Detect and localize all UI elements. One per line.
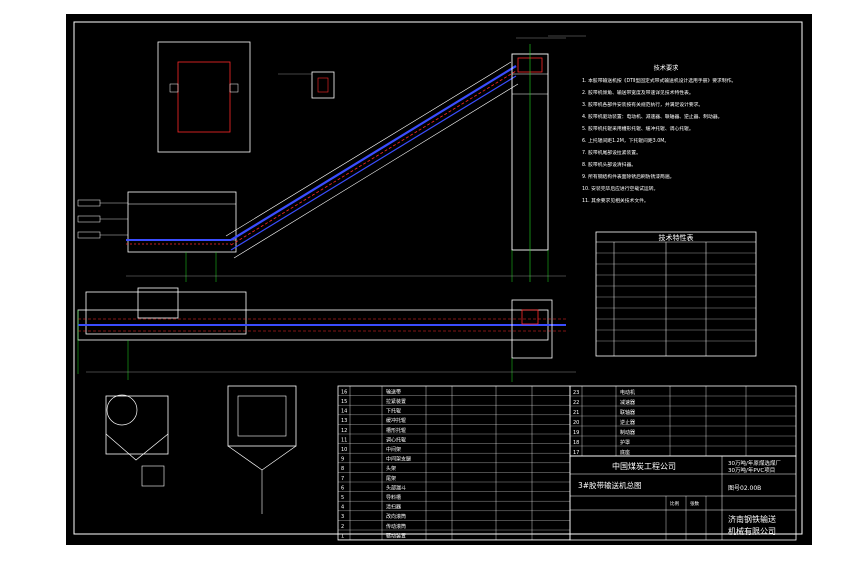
cad-drawing-canvas: 技术特性表 技术要求 1. 本胶带输送机按《DTⅡ型固定式带式输送机设计选用手册… bbox=[73, 21, 803, 541]
plan-tail-section bbox=[85, 291, 247, 335]
note-line: 2. 胶带机倾角、输送带宽度及带速详见技术特性表。 bbox=[582, 89, 694, 96]
part-name: 护罩 bbox=[620, 439, 630, 446]
note-line: 4. 胶带机驱动装置：电动机、减速器、联轴器、逆止器、制动器。 bbox=[582, 113, 722, 120]
part-name: 输送带 bbox=[386, 388, 401, 395]
part-number: 4 bbox=[341, 505, 344, 511]
part-name: 下托辊 bbox=[386, 408, 401, 415]
technical-notes: 技术要求 1. 本胶带输送机按《DTⅡ型固定式带式输送机设计选用手册》要求制作。… bbox=[582, 64, 736, 204]
part-name: 制动器 bbox=[620, 429, 635, 436]
parts-list-right: 23 电动机 22 减速器 21 联轴器 20 逆止器 19 制动器 18 护罩 17 底座 bbox=[569, 385, 797, 457]
drawing-name: 3#胶带输送机总图 bbox=[578, 480, 642, 490]
part-name: 尾架 bbox=[386, 476, 396, 482]
note-line: 11. 其余要求见相关技术文件。 bbox=[582, 197, 649, 204]
part-name: 缓冲托辊 bbox=[386, 417, 406, 424]
scale-label: 比例 bbox=[670, 500, 679, 507]
plan-drive-unit bbox=[511, 299, 553, 359]
part-number: 14 bbox=[341, 409, 347, 415]
note-line: 8. 胶带机头部设清扫器。 bbox=[582, 161, 636, 168]
part-name: 逆止器 bbox=[620, 419, 635, 426]
part-number: 17 bbox=[573, 450, 579, 456]
belt-inclined-return bbox=[230, 75, 517, 251]
note-line: 10. 安装完毕后应进行空载试运转。 bbox=[582, 185, 658, 192]
note-line: 6. 上托辊间距1.2M，下托辊间距3.0M。 bbox=[582, 137, 669, 144]
cad-drawing-sheet: 技术特性表 技术要求 1. 本胶带输送机按《DTⅡ型固定式带式输送机设计选用手册… bbox=[66, 14, 812, 545]
notes-title: 技术要求 bbox=[654, 64, 679, 72]
project-name-line1: 30万吨/年原煤选煤厂 bbox=[728, 459, 781, 467]
part-name: 导料槽 bbox=[386, 494, 401, 501]
part-number: 7 bbox=[341, 476, 344, 482]
part-name: 槽形托辊 bbox=[386, 427, 406, 434]
detail-section-b bbox=[311, 71, 335, 99]
part-number: 21 bbox=[573, 410, 579, 416]
elevation-view bbox=[77, 35, 586, 282]
part-number: 23 bbox=[573, 390, 579, 396]
part-name: 中间架支腿 bbox=[386, 456, 411, 463]
note-line: 1. 本胶带输送机按《DTⅡ型固定式带式输送机设计选用手册》要求制作。 bbox=[582, 77, 736, 84]
sheet-border bbox=[73, 21, 803, 535]
part-name: 底座 bbox=[620, 449, 630, 456]
part-name: 头架 bbox=[386, 465, 396, 472]
project-name-line2: 30万吨/年PVC项目 bbox=[728, 466, 775, 474]
detail-views bbox=[105, 41, 335, 514]
part-number: 19 bbox=[573, 430, 579, 436]
part-name: 联轴器 bbox=[620, 409, 635, 416]
part-number: 3 bbox=[341, 514, 344, 520]
designer-name-line2: 机械有限公司 bbox=[728, 526, 776, 536]
note-line: 5. 胶带机托辊采用槽形托辊、缓冲托辊、调心托辊。 bbox=[582, 125, 694, 132]
part-name: 头部漏斗 bbox=[386, 484, 406, 491]
part-name: 清扫器 bbox=[386, 504, 401, 511]
part-number: 11 bbox=[341, 437, 347, 443]
chute-front-view bbox=[227, 385, 297, 447]
part-name: 减速器 bbox=[620, 399, 635, 406]
title-block: 中国煤炭工程公司 30万吨/年原煤选煤厂 30万吨/年PVC项目 3#胶带输送机… bbox=[569, 455, 797, 541]
part-name: 电动机 bbox=[620, 389, 635, 396]
part-number: 18 bbox=[573, 440, 579, 446]
detail-section-a bbox=[157, 41, 251, 153]
part-number: 5 bbox=[341, 495, 344, 501]
part-number: 6 bbox=[341, 485, 344, 491]
note-line: 9. 所有钢结构件表面除锈后刷防锈漆两遍。 bbox=[582, 173, 674, 180]
part-number: 13 bbox=[341, 418, 347, 424]
part-number: 8 bbox=[341, 466, 344, 472]
part-number: 1 bbox=[341, 533, 344, 539]
part-number: 20 bbox=[573, 420, 579, 426]
part-name: 拉紧装置 bbox=[386, 398, 406, 405]
part-number: 2 bbox=[341, 524, 344, 530]
tech-table-title: 技术特性表 bbox=[659, 233, 694, 242]
note-line: 7. 胶带机尾部设拉紧装置。 bbox=[582, 149, 641, 156]
tail-structure bbox=[127, 191, 237, 253]
sheet-label: 张数 bbox=[690, 500, 699, 507]
drawing-number: 图号02.00B bbox=[728, 485, 761, 492]
part-number: 12 bbox=[341, 428, 347, 434]
part-number: 9 bbox=[341, 457, 344, 463]
note-line: 3. 胶带机各部件安装按有关规范执行，并满足设计要求。 bbox=[582, 101, 703, 108]
part-name: 调心托辊 bbox=[386, 436, 406, 443]
head-chute-section bbox=[105, 395, 169, 455]
part-name: 传动滚筒 bbox=[386, 523, 406, 530]
plan-view bbox=[77, 287, 576, 382]
parts-right-rows: 23 电动机 22 减速器 21 联轴器 20 逆止器 19 制动器 18 护罩 17 底座 bbox=[570, 389, 796, 457]
part-number: 15 bbox=[341, 399, 347, 405]
part-name: 改向滚筒 bbox=[386, 513, 406, 520]
tech-spec-table: 技术特性表 bbox=[595, 231, 757, 357]
belt-inclined-carry bbox=[230, 65, 517, 241]
part-name: 中间架 bbox=[386, 446, 401, 453]
part-number: 22 bbox=[573, 400, 579, 406]
company-name: 中国煤炭工程公司 bbox=[612, 461, 676, 471]
part-number: 10 bbox=[341, 447, 347, 453]
designer-name-line1: 济南钢铁输送 bbox=[728, 514, 776, 524]
part-number: 16 bbox=[341, 389, 347, 395]
part-name: 驱动装置 bbox=[386, 532, 406, 539]
